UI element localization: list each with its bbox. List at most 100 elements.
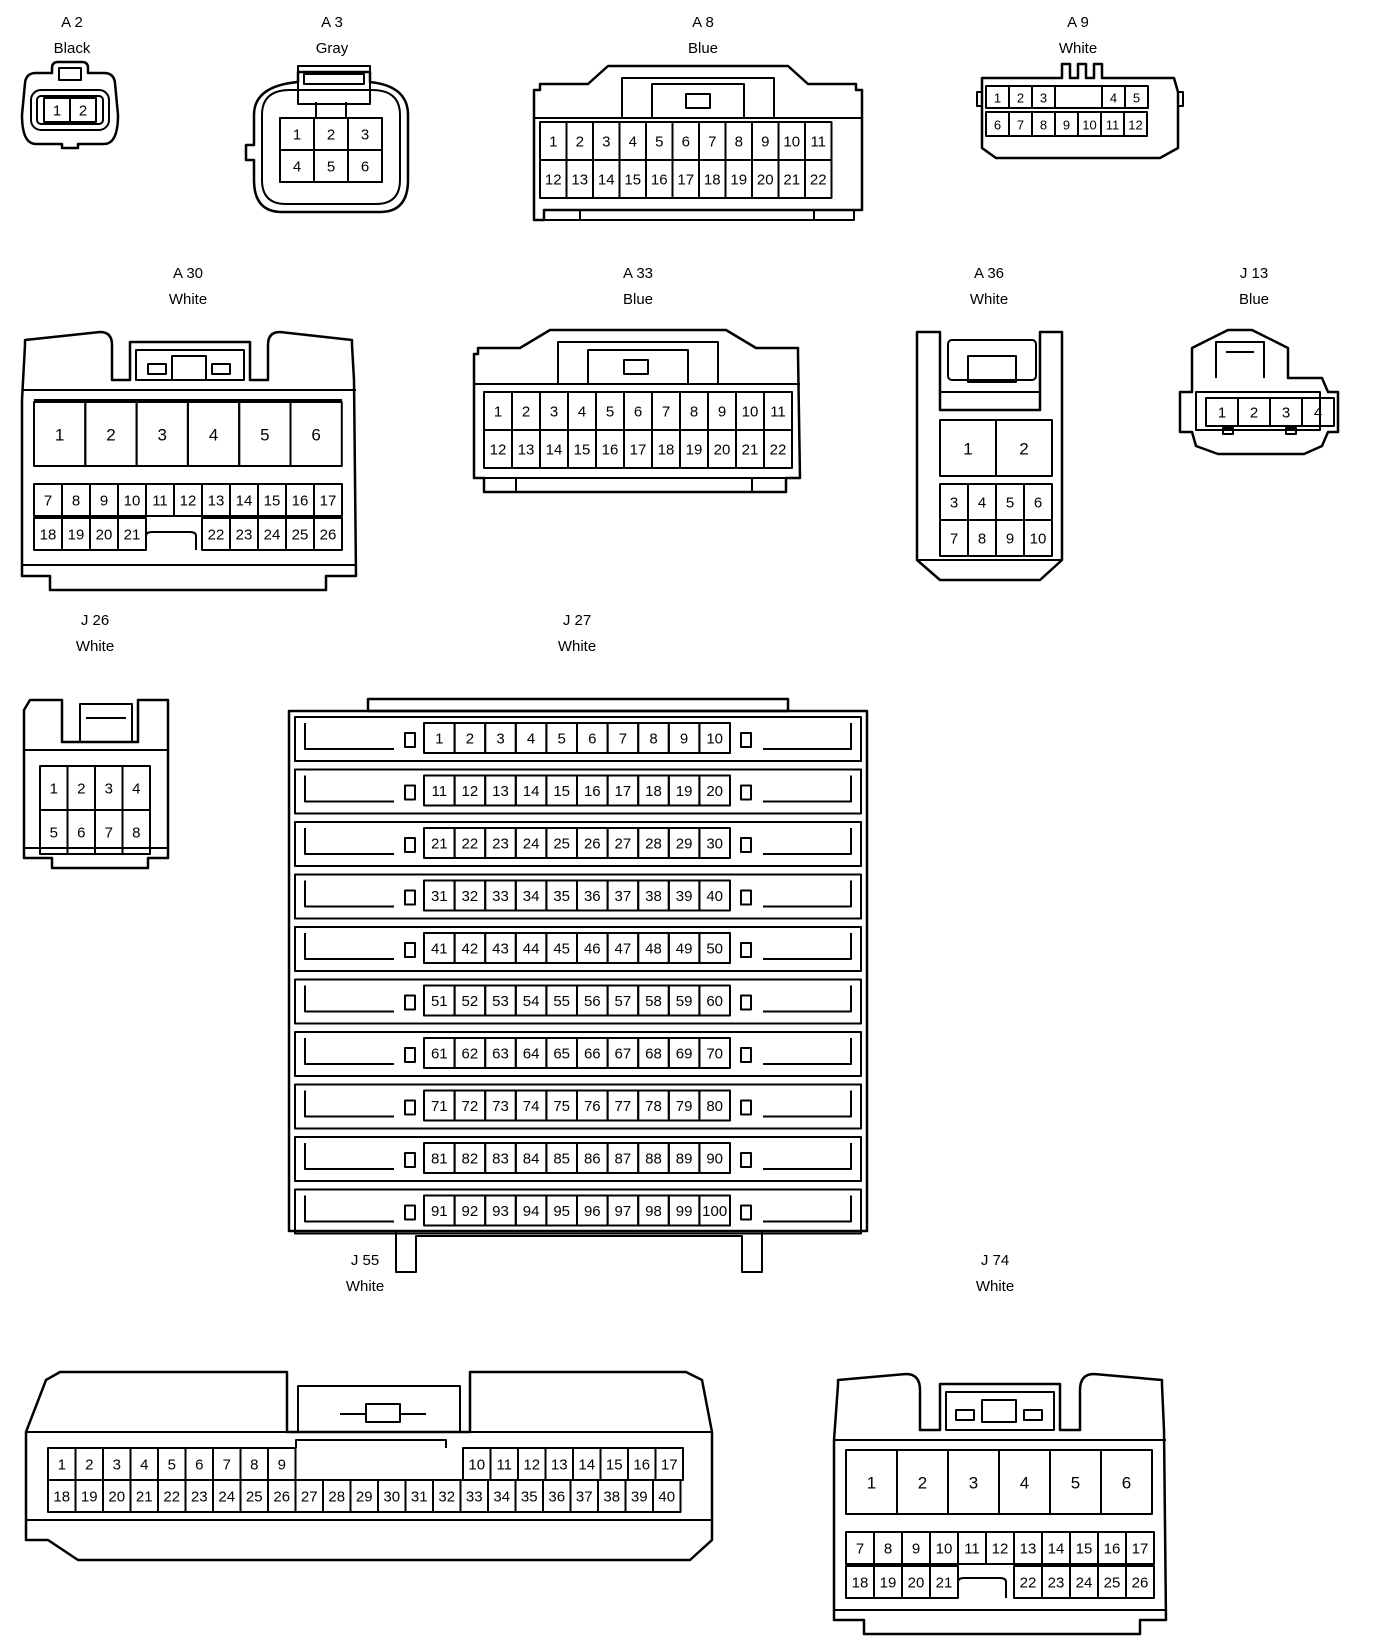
j74-pin-8: 8: [873, 1531, 903, 1565]
svg-text:3: 3: [602, 134, 610, 151]
j27-pin-34: 34: [514, 879, 548, 912]
connector-j26: [22, 698, 170, 870]
svg-text:23: 23: [236, 527, 253, 544]
svg-text:10: 10: [742, 404, 759, 421]
a3-pin-4: 4: [279, 149, 315, 183]
j27-pin-94: 94: [514, 1194, 548, 1227]
svg-text:37: 37: [576, 1489, 593, 1506]
svg-text:1: 1: [1218, 405, 1226, 422]
svg-text:2: 2: [1017, 91, 1024, 106]
a3-pin-6: 6: [347, 149, 383, 183]
j26-pin-1: 1: [39, 765, 69, 811]
svg-text:10: 10: [1082, 118, 1096, 133]
j55-pin-9: 9: [267, 1447, 297, 1481]
a33-pin-18: 18: [651, 429, 681, 469]
svg-text:95: 95: [553, 1203, 570, 1220]
svg-text:66: 66: [584, 1046, 601, 1063]
svg-text:96: 96: [584, 1203, 601, 1220]
svg-text:22: 22: [462, 836, 479, 853]
j27-pin-70: 70: [698, 1037, 732, 1069]
j55-pin-3: 3: [102, 1447, 132, 1481]
svg-text:5: 5: [50, 825, 58, 842]
j55-pin-6: 6: [184, 1447, 214, 1481]
connector-a36-code: A 36: [973, 265, 1005, 282]
j27-pin-62: 62: [453, 1037, 487, 1069]
j27-pin-29: 29: [667, 827, 701, 859]
j13-pin-4: 4: [1301, 397, 1335, 427]
svg-text:4: 4: [978, 495, 986, 512]
j27-pin-61: 61: [423, 1037, 456, 1069]
svg-text:2: 2: [1019, 440, 1028, 459]
svg-text:23: 23: [492, 836, 509, 853]
j55-pin-4: 4: [129, 1447, 159, 1481]
j27-pin-67: 67: [606, 1037, 640, 1069]
svg-text:26: 26: [273, 1489, 290, 1506]
svg-text:76: 76: [584, 1098, 601, 1115]
svg-text:18: 18: [852, 1575, 869, 1592]
svg-text:4: 4: [629, 134, 637, 151]
svg-text:35: 35: [521, 1489, 538, 1506]
svg-text:11: 11: [810, 134, 826, 151]
a33-pin-19: 19: [679, 429, 709, 469]
svg-text:90: 90: [706, 1151, 723, 1168]
svg-text:82: 82: [462, 1151, 479, 1168]
svg-text:25: 25: [292, 527, 309, 544]
svg-text:3: 3: [158, 426, 167, 445]
svg-text:12: 12: [180, 493, 197, 510]
svg-text:6: 6: [1122, 1474, 1131, 1493]
svg-text:36: 36: [584, 888, 601, 905]
svg-text:7: 7: [662, 404, 670, 421]
a33-pin-17: 17: [623, 429, 653, 469]
j27-pin-55: 55: [545, 984, 579, 1017]
svg-text:63: 63: [492, 1046, 509, 1063]
svg-text:1: 1: [494, 404, 502, 421]
svg-text:1: 1: [994, 91, 1001, 106]
a8-pin-20: 20: [751, 159, 780, 199]
j74-pin-16: 16: [1097, 1531, 1127, 1565]
j27-pin-28: 28: [637, 827, 670, 859]
svg-text:5: 5: [168, 1457, 176, 1474]
j55-pin-23: 23: [184, 1479, 214, 1513]
svg-text:27: 27: [615, 836, 632, 853]
j55-pin-12: 12: [517, 1447, 547, 1481]
j27-pin-43: 43: [484, 932, 517, 964]
connector-a33: [472, 328, 802, 494]
svg-text:1: 1: [53, 103, 61, 120]
j26-pin-8: 8: [121, 809, 151, 855]
j27-pin-88: 88: [637, 1142, 670, 1174]
j27-pin-86: 86: [576, 1142, 609, 1174]
connector-j55: [24, 1370, 714, 1562]
svg-text:7: 7: [856, 1541, 864, 1558]
svg-text:35: 35: [553, 888, 570, 905]
a30-pin-12: 12: [173, 483, 203, 517]
j27-pin-99: 99: [667, 1194, 701, 1227]
a30-pin-22: 22: [201, 517, 231, 551]
svg-text:9: 9: [100, 493, 108, 510]
svg-text:10: 10: [783, 134, 800, 151]
svg-text:1: 1: [55, 426, 64, 445]
svg-text:97: 97: [615, 1203, 632, 1220]
svg-text:70: 70: [706, 1046, 723, 1063]
svg-text:19: 19: [880, 1575, 897, 1592]
svg-text:17: 17: [661, 1457, 678, 1474]
svg-text:11: 11: [496, 1457, 512, 1474]
connector-a33-color: Blue: [622, 291, 654, 308]
connector-j13-code: J 13: [1239, 265, 1269, 282]
svg-text:75: 75: [553, 1098, 570, 1115]
svg-text:21: 21: [783, 172, 800, 189]
svg-text:8: 8: [250, 1457, 258, 1474]
j27-pin-79: 79: [667, 1089, 701, 1122]
connector-a9: [976, 62, 1184, 160]
j55-pin-29: 29: [349, 1479, 379, 1513]
j74-pin-26: 26: [1125, 1565, 1155, 1599]
j27-pin-41: 41: [423, 932, 456, 964]
svg-text:32: 32: [438, 1489, 455, 1506]
j55-pin-28: 28: [322, 1479, 352, 1513]
j74-pin-15: 15: [1069, 1531, 1099, 1565]
a36-pin-3: 3: [939, 483, 969, 521]
svg-text:25: 25: [246, 1489, 263, 1506]
svg-text:1: 1: [435, 731, 443, 748]
svg-text:88: 88: [645, 1151, 662, 1168]
svg-text:28: 28: [328, 1489, 345, 1506]
